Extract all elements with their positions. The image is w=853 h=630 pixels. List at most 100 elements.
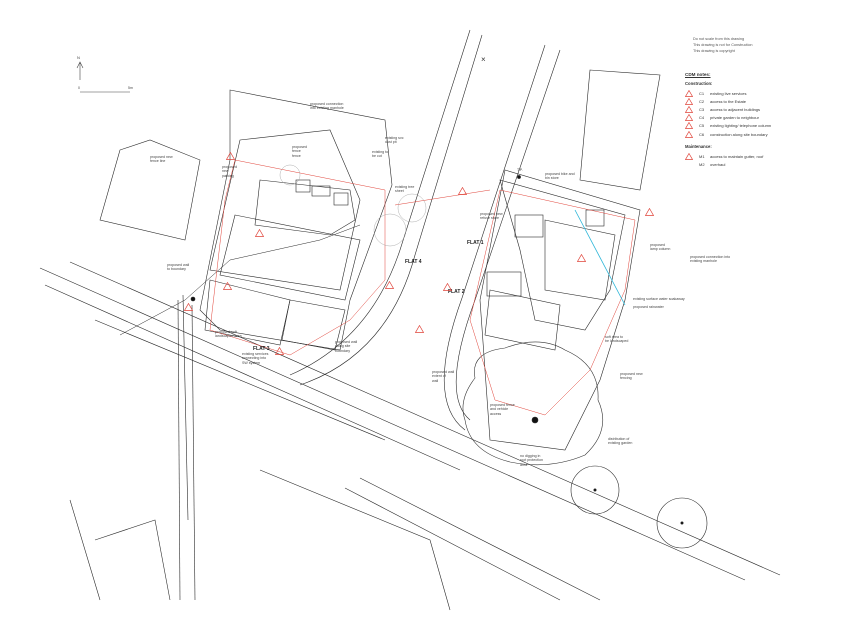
flat-label: FLAT 4 <box>405 259 422 265</box>
building-outline <box>499 179 626 331</box>
building-outline <box>204 279 291 346</box>
tree-canopy <box>462 341 604 466</box>
annotation: existing surface water soakaway <box>633 297 685 301</box>
road-curve <box>443 44 546 431</box>
annotation: existing to be cut <box>372 150 389 159</box>
annotation: proposed soft landscaped area <box>215 330 242 339</box>
annotation: proposed connection into existing manhol… <box>690 255 731 264</box>
road-edge <box>94 319 386 441</box>
warning-triangle-icon <box>275 347 284 355</box>
annotation: proposed connection into existing manhol… <box>310 102 344 111</box>
warning-triangle-icon <box>685 130 693 138</box>
warning-triangle-icon <box>685 105 693 113</box>
annotation: proposed new fencing <box>620 372 643 381</box>
annotation: existing svc dust pit <box>385 136 404 145</box>
site-boundary <box>469 189 636 416</box>
north-arrow <box>76 61 130 93</box>
annotation: existing services connecting into SW sys… <box>242 352 269 365</box>
tree-trunk <box>593 488 597 492</box>
warning-triangle-icon <box>685 152 693 160</box>
flat-label: FLAT 2 <box>448 289 465 295</box>
annotation: proposed new refuse store <box>480 212 503 221</box>
header-note: This drawing is copyright <box>693 49 735 53</box>
annotation: distribution of existing garden <box>608 437 633 446</box>
warning-triangle-icon <box>685 122 693 130</box>
water-main <box>574 209 626 306</box>
building-outline <box>219 214 361 301</box>
warning-triangle-icon <box>385 281 394 289</box>
road-curve <box>289 29 471 376</box>
annotation: proposed rainwater <box>633 305 664 309</box>
annotation: proposed new parking <box>222 165 237 178</box>
north-label: N <box>77 55 80 60</box>
drain-line <box>119 224 361 336</box>
warning-triangle-icon <box>443 283 452 291</box>
annotation: proposed wall to boundary <box>167 263 190 272</box>
building-outline <box>484 289 561 351</box>
drain-line <box>182 294 189 521</box>
warning-triangle-icon <box>255 229 264 237</box>
room <box>486 271 522 297</box>
plot-outline <box>479 169 641 451</box>
tree-canopy <box>656 497 708 549</box>
annotation: existing tree sheet <box>395 185 415 194</box>
road-edge <box>39 267 746 581</box>
tree-circle <box>373 213 407 247</box>
annotation: T.P. <box>517 168 523 172</box>
building-outline <box>281 299 346 351</box>
tree-circle <box>397 193 427 223</box>
building-outline <box>209 129 361 291</box>
tree-trunk <box>531 416 539 424</box>
road-edge <box>69 261 781 576</box>
building-outline <box>544 219 616 301</box>
annotation: proposed wall extent of wall <box>432 370 455 383</box>
manhole <box>517 175 521 179</box>
warning-triangle-icon <box>685 89 693 97</box>
annotation: soft area to be landscaped <box>605 335 629 344</box>
annotation: proposed bike and bin store <box>545 172 575 181</box>
tree-trunk <box>680 521 684 525</box>
room <box>333 192 349 206</box>
header-note: This drawing is not for Construction <box>693 43 753 47</box>
construction-title: Construction: <box>685 81 713 86</box>
warning-triangle-icon <box>458 187 467 195</box>
maintenance-title: Maintenance: <box>685 144 712 150</box>
annotation: proposed fence and vehicle access <box>490 403 515 416</box>
road-edge <box>344 487 561 601</box>
blank-icon <box>685 161 693 168</box>
annotation: proposed lamp column <box>650 243 671 252</box>
flat-label: FLAT 3 <box>253 346 270 352</box>
warning-triangle-icon <box>184 303 193 311</box>
road-edge <box>191 304 196 601</box>
warning-triangle-icon <box>223 282 232 290</box>
scale-start: 0 <box>78 86 80 90</box>
room <box>585 209 605 227</box>
header-note: Do not scale from this drawing <box>693 37 745 41</box>
manhole <box>190 296 196 302</box>
building-outline <box>254 179 356 236</box>
plot-outline <box>199 89 393 351</box>
header-notes: Do not scale from this drawing This draw… <box>693 36 853 54</box>
road-curve <box>455 49 561 421</box>
warning-triangle-icon <box>685 97 693 105</box>
annotation: no digging in root protection area <box>520 454 543 467</box>
scale-end: 5m <box>128 86 133 90</box>
room <box>311 185 331 197</box>
room <box>514 214 544 238</box>
boundary-link <box>394 189 491 206</box>
annotation: proposed fence fence <box>292 145 307 158</box>
flat-label: FLAT 1 <box>467 240 484 246</box>
warning-triangle-icon <box>685 114 693 122</box>
road-edge <box>177 299 181 601</box>
building-outline <box>99 139 201 241</box>
warning-triangle-icon <box>645 208 654 216</box>
